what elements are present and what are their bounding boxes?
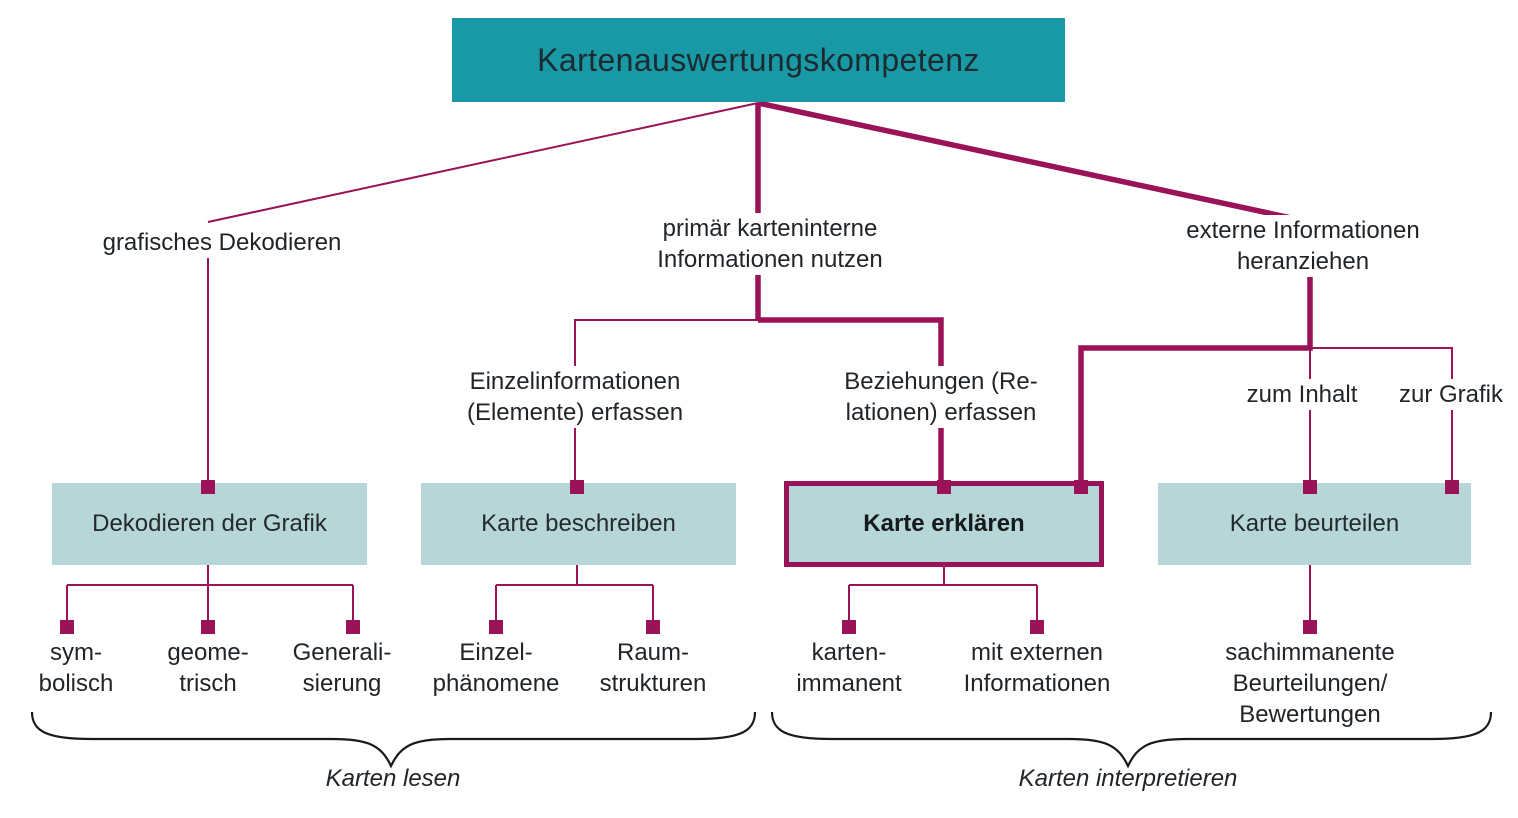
leaf-generalisierung: Generali- sierung	[292, 639, 392, 697]
node-zum-inhalt: zum Inhalt	[1227, 379, 1377, 410]
connector-dot	[1074, 480, 1088, 494]
node-beziehungen: Beziehungen (Re- lationen) erfassen	[816, 366, 1066, 428]
branch-karteninterne-informationen: primär karteninterne Informationen nutze…	[635, 213, 905, 275]
root-node-label: Kartenauswertungskompetenz	[537, 41, 980, 78]
subtree-beschreiben	[495, 565, 654, 622]
edge-root-to-externe	[757, 100, 1311, 225]
node-einzelinformationen: Einzelinformationen (Elemente) erfassen	[445, 366, 705, 428]
subtree-erklaeren	[848, 567, 1038, 622]
leaf-mit-externen-informationen: mit externen Informationen	[963, 639, 1111, 697]
caption-karten-lesen: Karten lesen	[325, 765, 461, 792]
leaf-sachimmanente: sachimmanente Beurteilungen/ Bewertungen	[1225, 639, 1395, 728]
connector-dot	[489, 620, 503, 634]
edge-zur-grafik	[1310, 347, 1453, 487]
box-karte-erklaeren: Karte erklären	[784, 481, 1104, 567]
root-node: Kartenauswertungskompetenz	[452, 18, 1065, 102]
connector-dot	[346, 620, 360, 634]
connector-dot	[937, 480, 951, 494]
right-brace	[770, 711, 1493, 769]
connector-dot	[1303, 480, 1317, 494]
edge-root-to-grafisches	[207, 102, 759, 223]
connector-dot	[1303, 620, 1317, 634]
leaf-geometrisch: geome- trisch	[167, 639, 249, 697]
connector-dot	[1030, 620, 1044, 634]
box-karte-beurteilen: Karte beurteilen	[1158, 483, 1471, 565]
connector-dot	[842, 620, 856, 634]
box-karte-beschreiben: Karte beschreiben	[421, 483, 736, 565]
branch-grafisches-dekodieren: grafisches Dekodieren	[82, 227, 362, 258]
leaf-einzelphaenomene: Einzel- phänomene	[432, 639, 560, 697]
connector-dot	[201, 620, 215, 634]
edge-externe-to-karte-erklaeren	[1078, 218, 1313, 487]
leaf-kartenimmanent: karten- immanent	[796, 639, 902, 697]
connector-dot	[1445, 480, 1459, 494]
connector-dot	[60, 620, 74, 634]
leaf-raumstrukturen: Raum- strukturen	[599, 639, 707, 697]
connector-dot	[570, 480, 584, 494]
edge-split-to-beziehungen	[758, 317, 944, 487]
edge-split-to-einzelinformationen	[574, 319, 758, 487]
connector-dot	[646, 620, 660, 634]
caption-karten-interpretieren: Karten interpretieren	[1018, 765, 1238, 792]
branch-externe-informationen: externe Informationen heranziehen	[1158, 215, 1448, 277]
left-brace	[30, 711, 757, 769]
subtree-dekodieren	[66, 565, 354, 622]
connector-dot	[201, 480, 215, 494]
node-zur-grafik: zur Grafik	[1381, 379, 1518, 410]
leaf-symbolisch: sym- bolisch	[38, 639, 114, 697]
box-dekodieren-der-grafik: Dekodieren der Grafik	[52, 483, 367, 565]
